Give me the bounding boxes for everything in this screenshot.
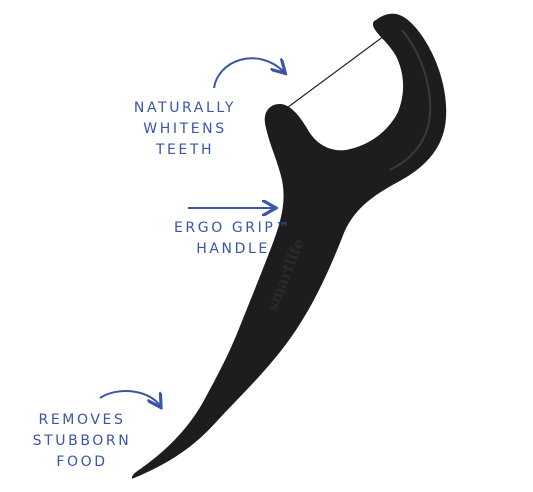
label-line: HANDLE (196, 241, 270, 257)
label-line: ERGO GRIP™ (173, 220, 293, 236)
label-line: STUBBORN (32, 433, 132, 449)
label-removes-stubborn-food: REMOVES STUBBORN FOOD (20, 410, 144, 473)
floss-pick-body (131, 13, 447, 479)
label-line: NATURALLY (133, 100, 237, 116)
body-highlight (389, 29, 432, 171)
label-line: WHITENS (143, 121, 227, 137)
arrow-removes (99, 390, 160, 406)
label-line: FOOD (56, 454, 108, 470)
label-line: REMOVES (38, 412, 126, 428)
label-ergo-grip-handle: ERGO GRIP™ HANDLE (158, 218, 308, 260)
label-line: TEETH (155, 142, 215, 158)
label-naturally-whitens-teeth: NATURALLY WHITENS TEETH (117, 98, 253, 161)
floss-string (275, 35, 385, 117)
arrow-whitens (213, 57, 284, 89)
